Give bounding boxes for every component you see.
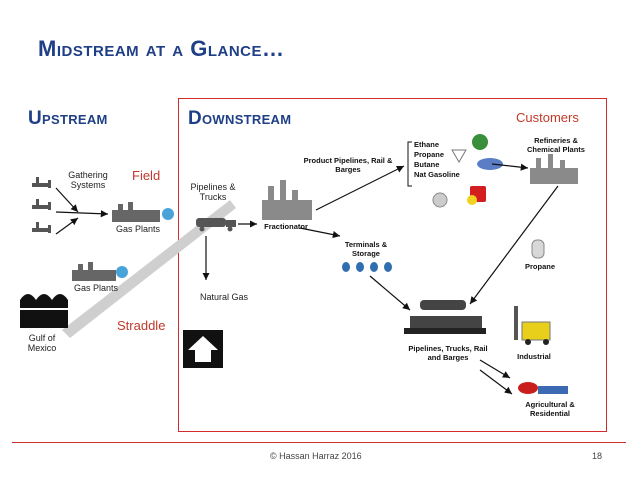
ngl-ethane: Ethane (414, 140, 440, 149)
ngl-bracket (407, 141, 412, 187)
ocean-wave-icon (20, 294, 68, 328)
refineries-label: Refineries & Chemical Plants (527, 136, 585, 154)
gas-plants-label-2: Gas Plants (73, 283, 119, 293)
house-icon (183, 330, 223, 368)
truck-icon (196, 218, 236, 232)
gas-plant-icon (72, 262, 128, 281)
propane-tank-icon (531, 239, 545, 259)
fractionator-icon (262, 180, 312, 220)
oil-well-icon (32, 177, 51, 233)
natural-gas-label: Natural Gas (199, 292, 249, 302)
straddle-band (62, 200, 236, 338)
footer-divider (12, 442, 626, 443)
gulf-label: Gulf of Mexico (27, 333, 57, 353)
pipelines-rail-barges-label: Pipelines, Trucks, Rail and Barges (408, 344, 488, 362)
terminals-label: Terminals & Storage (344, 240, 388, 258)
downstream-box (178, 98, 607, 432)
agricultural-label: Agricultural & Residential (525, 400, 575, 418)
propane-tank-icon (432, 192, 448, 208)
upstream-heading: Upstream (28, 108, 108, 129)
gathering-systems-label: Gathering Systems (68, 170, 108, 190)
ngl-propane: Propane (414, 150, 445, 159)
gas-can-badge (467, 195, 477, 205)
forklift-icon (514, 306, 551, 345)
filter-icon (451, 149, 467, 163)
product-pipelines-label: Product Pipelines, Rail & Barges (303, 156, 393, 174)
field-label: Field (132, 168, 161, 183)
barge-icon (404, 300, 486, 334)
gas-plants-label-1: Gas Plants (115, 224, 161, 234)
pipelines-trucks-label: Pipelines & Trucks (190, 182, 236, 202)
storage-tank-icon (342, 262, 392, 272)
ngl-butane: Butane (414, 160, 440, 169)
page-number: 18 (592, 451, 603, 461)
refinery-icon (530, 154, 578, 184)
propane-label: Propane (524, 262, 555, 271)
car-icon (477, 158, 503, 170)
footer-copyright: © Hassan Harraz 2016 (270, 451, 362, 461)
customers-heading: Customers (516, 110, 579, 125)
ngl-nat-gasoline: Nat Gasoline (414, 170, 460, 179)
tractor-icon (518, 382, 568, 394)
page-title: Midstream at a Glance… (38, 36, 285, 61)
recycle-icon (472, 134, 488, 150)
straddle-label: Straddle (117, 318, 166, 333)
fractionator-label: Fractionator (264, 222, 308, 231)
industrial-label: Industrial (517, 352, 551, 361)
downstream-heading: Downstream (188, 108, 292, 129)
gas-plant-icon (112, 202, 174, 222)
